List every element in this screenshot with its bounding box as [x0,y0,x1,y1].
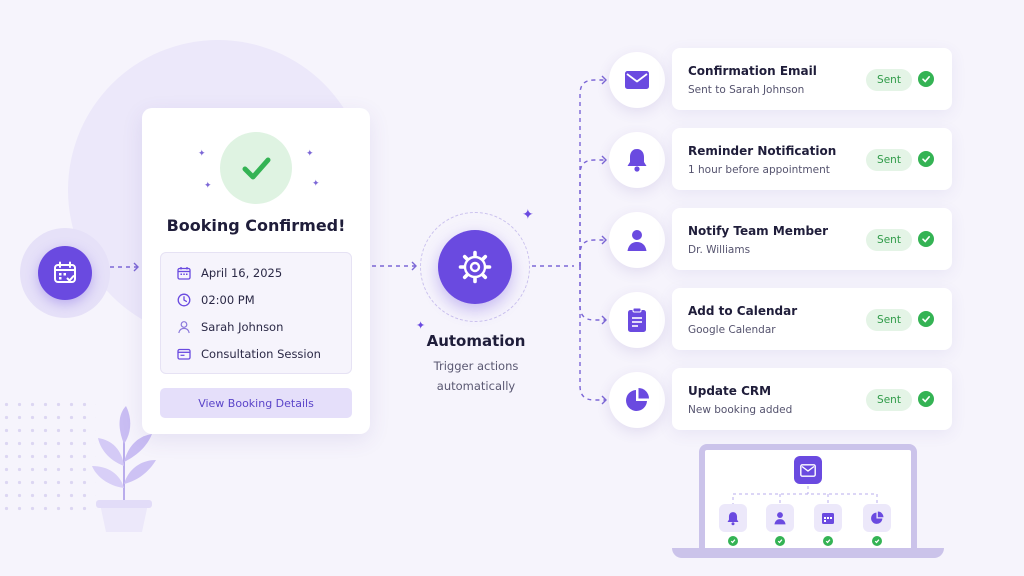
action-card-update-crm[interactable]: Update CRM New booking added Sent [672,368,952,430]
success-check-icon [918,391,934,407]
sparkle-icon: ✦ [198,149,206,159]
detail-text: Sarah Johnson [201,320,284,334]
status-badge: Sent [866,309,912,331]
calendar-node[interactable] [609,292,665,348]
status-badge: Sent [866,149,912,171]
automation-hub[interactable] [438,230,512,304]
action-card-reminder-notification[interactable]: Reminder Notification 1 hour before appo… [672,128,952,190]
status-badge: Sent [866,229,912,251]
detail-text: Consultation Session [201,347,321,361]
laptop-person-node [766,504,794,532]
laptop-base [672,548,944,558]
sparkle-icon: ✦ [416,319,426,332]
crm-node[interactable] [609,372,665,428]
calendar-trigger[interactable] [38,246,92,300]
gear-icon [458,250,492,284]
action-subtitle: Google Calendar [688,324,776,336]
pie-chart-icon [871,511,884,524]
laptop-calendar-node [814,504,842,532]
action-subtitle: New booking added [688,404,793,416]
email-node[interactable] [609,52,665,108]
action-title: Confirmation Email [688,64,817,78]
bell-icon [627,149,647,172]
sparkle-icon: ✦ [306,149,314,159]
action-title: Add to Calendar [688,304,798,318]
booking-details: April 16, 2025 02:00 PM Sarah Johnson Co… [160,252,352,374]
success-check-icon [918,71,934,87]
team-member-node[interactable] [609,212,665,268]
detail-customer: Sarah Johnson [177,320,283,334]
automation-subtitle: Trigger actions automatically [400,356,552,396]
action-card-add-to-calendar[interactable]: Add to Calendar Google Calendar Sent [672,288,952,350]
calendar-icon [822,513,834,524]
laptop-check-icon [823,536,833,546]
sparkle-icon: ✦ [312,179,320,189]
clock-icon [177,293,191,307]
envelope-icon [800,463,816,477]
success-check-icon [918,311,934,327]
dot-pattern [0,398,96,518]
laptop-email-node [794,456,822,484]
checkmark-icon [242,157,271,180]
laptop-workflow-lines [732,486,878,506]
sparkle-icon: ✦ [522,207,534,223]
envelope-icon [625,71,649,89]
status-badge: Sent [866,389,912,411]
action-card-confirmation-email[interactable]: Confirmation Email Sent to Sarah Johnson… [672,48,952,110]
reminder-node[interactable] [609,132,665,188]
action-subtitle: 1 hour before appointment [688,164,830,176]
status-badge: Sent [866,69,912,91]
detail-time: 02:00 PM [177,293,255,307]
laptop-check-icon [728,536,738,546]
automation-subtitle-line: Trigger actions [433,359,519,373]
person-icon [774,512,786,525]
laptop-check-icon [775,536,785,546]
calendar-check-icon [54,261,76,283]
calendar-icon [177,267,191,280]
laptop-check-icon [872,536,882,546]
detail-date: April 16, 2025 [177,266,282,280]
success-check [220,132,292,204]
person-icon [627,230,647,251]
sparkle-icon: ✦ [204,181,212,191]
automation-ring [420,212,530,322]
action-card-notify-team-member[interactable]: Notify Team Member Dr. Williams Sent [672,208,952,270]
bell-icon [727,511,739,525]
success-check-icon [918,231,934,247]
pie-chart-icon [626,388,649,411]
laptop-chart-node [863,504,891,532]
service-card-icon [177,348,191,360]
action-title: Reminder Notification [688,144,837,158]
success-check-icon [918,151,934,167]
action-subtitle: Sent to Sarah Johnson [688,84,805,96]
automation-title: Automation [426,332,526,350]
action-title: Notify Team Member [688,224,829,238]
booking-title: Booking Confirmed! [166,216,346,235]
laptop-bell-node [719,504,747,532]
laptop-screen [699,444,917,548]
view-booking-details-button[interactable]: View Booking Details [160,388,352,418]
detail-service: Consultation Session [177,347,321,361]
detail-text: April 16, 2025 [201,266,283,280]
action-title: Update CRM [688,384,772,398]
detail-text: 02:00 PM [201,293,255,307]
plant-illustration [92,406,156,532]
user-icon [178,321,190,334]
clipboard-icon [628,307,646,332]
action-subtitle: Dr. Williams [688,244,751,256]
automation-subtitle-line: automatically [436,379,516,393]
